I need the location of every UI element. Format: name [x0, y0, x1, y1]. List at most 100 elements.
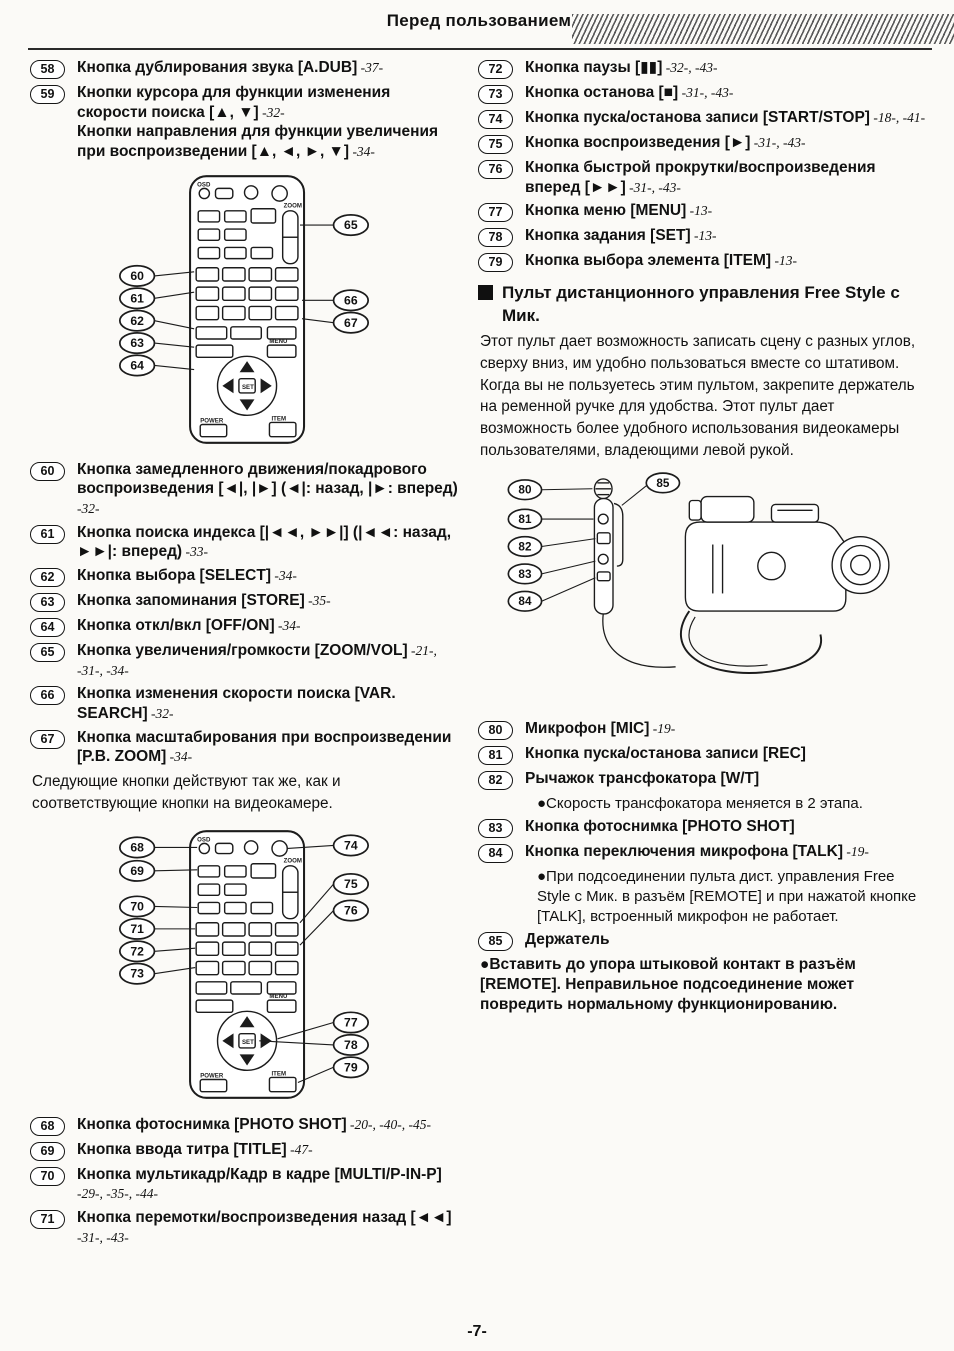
manual-note: ●Скорость трансфокатора меняется в 2 эта…	[478, 794, 928, 814]
section-title: Пульт дистанционного управления Free Sty…	[502, 283, 900, 325]
menu-label: MENU	[269, 338, 288, 345]
badge-column: 64	[30, 616, 77, 638]
svg-text:75: 75	[344, 877, 358, 891]
item-number-badge: 68	[30, 1116, 65, 1136]
manual-note: ●При подсоединении пульта дист. управлен…	[478, 867, 928, 926]
badge-column: 77	[478, 201, 525, 223]
svg-text:62: 62	[130, 313, 144, 327]
badge-column: 66	[30, 684, 77, 706]
badge-column: 83	[478, 817, 525, 839]
manual-note: ●Вставить до упора штыковой контакт в ра…	[478, 955, 928, 1014]
item-number-badge: 74	[478, 110, 513, 129]
item-text: Микрофон [MIC] -19-	[525, 719, 676, 737]
badge-column: 78	[478, 226, 525, 248]
item-text: Кнопка фотоснимка [PHOTO SHOT] -20-, -40…	[77, 1115, 431, 1133]
badge-column: 63	[30, 591, 77, 613]
callout-78: 78	[259, 1033, 370, 1056]
item-number-badge: 60	[30, 461, 65, 481]
badge-column: 79	[478, 251, 525, 273]
item-text: ●Вставить до упора штыковой контакт в ра…	[480, 956, 856, 1013]
item-label: ITEM	[271, 1070, 286, 1077]
item-number-badge: 77	[478, 203, 513, 223]
svg-text:61: 61	[130, 291, 144, 305]
svg-text:65: 65	[344, 218, 358, 232]
badge-column: 61	[30, 523, 77, 544]
manual-item-80: 80 Микрофон [MIC] -19-	[478, 719, 928, 740]
svg-text:72: 72	[130, 944, 144, 958]
svg-text:82: 82	[518, 540, 532, 553]
item-number-badge: 67	[30, 729, 65, 749]
callout-63: 63	[118, 331, 195, 354]
item-text: Кнопка масштабирования при воспроизведен…	[77, 728, 452, 766]
svg-text:80: 80	[518, 483, 532, 496]
badge-column: 70	[30, 1165, 77, 1186]
item-text: Рычажок трансфокатора [W/T]	[525, 769, 760, 787]
item-text: ●Скорость трансфокатора меняется в 2 эта…	[537, 794, 863, 812]
svg-text:70: 70	[130, 899, 144, 913]
item-number-badge: 80	[478, 720, 513, 740]
item-number-badge: 79	[478, 253, 513, 273]
callout-66: 66	[302, 288, 370, 312]
svg-text:79: 79	[344, 1060, 358, 1074]
callout-82: 82	[507, 535, 596, 557]
badge-column: 72	[478, 58, 525, 79]
callout-73: 73	[118, 962, 196, 985]
remote-control-diagram-1: OSD ZOOM MENU SET ITEM POWER 60 61	[118, 174, 370, 444]
badge-column: 82	[478, 769, 525, 790]
badge-column: 75	[478, 133, 525, 154]
set-label: SET	[242, 1038, 254, 1045]
callout-68: 68	[118, 835, 198, 859]
item-text: Кнопка переключения микрофона [TALK] -19…	[525, 843, 869, 861]
callout-71: 71	[118, 917, 196, 940]
item-text: Кнопка мультикадр/Кадр в кадре [MULTI/P-…	[77, 1165, 442, 1202]
item-number-badge: 76	[478, 160, 513, 179]
svg-text:78: 78	[344, 1037, 358, 1051]
callout-62: 62	[118, 309, 195, 332]
header-rule	[28, 48, 932, 50]
item-number-badge: 81	[478, 745, 513, 765]
badge-column: 71	[30, 1208, 77, 1229]
svg-text:60: 60	[130, 269, 144, 283]
callout-80: 80	[507, 478, 593, 500]
item-number-badge: 64	[30, 618, 65, 638]
callout-67: 67	[301, 311, 370, 334]
badge-column: 59	[30, 83, 77, 104]
badge-column: 81	[478, 744, 525, 765]
page-header: Перед пользованием	[30, 6, 954, 48]
menu-label: MENU	[269, 993, 288, 1000]
item-number-badge: 73	[478, 85, 513, 104]
item-text: Кнопка выбора элемента [ITEM] -13-	[525, 252, 797, 270]
callout-61: 61	[118, 286, 195, 310]
svg-text:63: 63	[130, 336, 144, 350]
callout-77: 77	[277, 1010, 370, 1039]
item-number-badge: 85	[478, 932, 513, 952]
item-text: Кнопка выбора [SELECT] -34-	[77, 567, 297, 585]
item-text: Кнопка изменения скорости поиска [VAR. S…	[77, 685, 396, 723]
item-text: Кнопка увеличения/громкости [ZOOM/VOL] -…	[77, 642, 437, 678]
manual-item-68: 68 Кнопка фотоснимка [PHOTO SHOT] -20-, -…	[30, 1115, 458, 1136]
svg-text:71: 71	[130, 921, 144, 935]
section-square-bullet	[478, 285, 493, 301]
item-text: Кнопки курсора для функции изменения ско…	[77, 84, 439, 161]
callout-69: 69	[118, 859, 198, 882]
badge-column: 68	[30, 1115, 77, 1136]
callout-76: 76	[299, 899, 370, 946]
manual-item-67: 67 Кнопка масштабирования при воспроизвед…	[30, 728, 458, 767]
item-text: Кнопка быстрой прокрутки/воспроизведения…	[525, 159, 876, 196]
item-label: ITEM	[271, 415, 286, 422]
svg-text:83: 83	[518, 567, 532, 580]
